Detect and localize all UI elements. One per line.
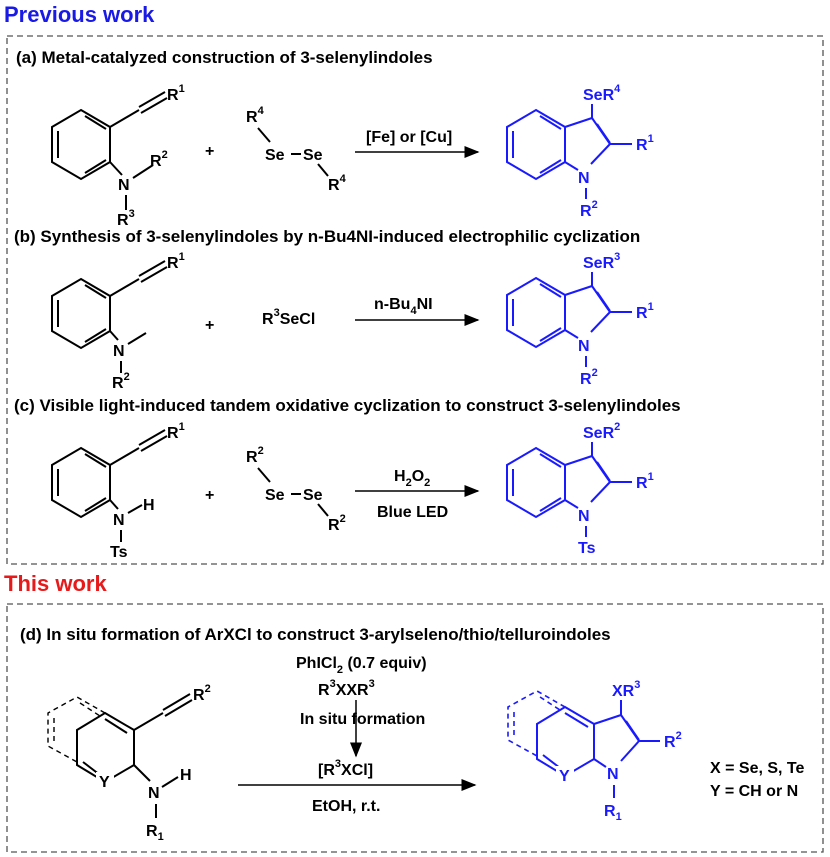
svg-text:N: N xyxy=(578,338,590,355)
svg-text:Y: Y xyxy=(559,768,570,785)
this-work-box xyxy=(6,603,824,853)
svg-text:XR3: XR3 xyxy=(612,679,640,700)
condition-c-top: H2O2 xyxy=(394,468,430,489)
intermediate-d: [R3XCl] xyxy=(318,758,373,779)
reactant-a-aniline: R1 N R2 R3 xyxy=(51,83,185,229)
section-a-title: (a) Metal-catalyzed construction of 3-se… xyxy=(16,48,433,67)
svg-text:SeR2: SeR2 xyxy=(583,421,620,442)
diselenide-a: R4 Se Se R4 xyxy=(246,105,347,194)
product-c-indole: N SeR2 R1 Ts xyxy=(506,421,654,557)
svg-text:H: H xyxy=(143,497,155,514)
svg-text:R1: R1 xyxy=(636,301,654,322)
reagent-b: R3SeCl xyxy=(262,307,315,328)
svg-text:N: N xyxy=(148,785,160,802)
reactant-b-aniline: R1 N R2 xyxy=(51,251,185,392)
svg-text:R1: R1 xyxy=(167,421,185,442)
svg-text:N: N xyxy=(113,512,125,529)
svg-text:R2: R2 xyxy=(328,513,346,534)
svg-text:R2: R2 xyxy=(150,149,168,170)
svg-text:Ts: Ts xyxy=(578,540,596,557)
svg-text:H: H xyxy=(180,767,192,784)
svg-text:N: N xyxy=(118,177,130,194)
previous-work-header: Previous work xyxy=(4,2,155,27)
diselenide-c: R2 Se Se R2 xyxy=(246,445,346,534)
svg-text:Se: Se xyxy=(303,147,323,164)
svg-text:R1: R1 xyxy=(636,471,654,492)
svg-text:R2: R2 xyxy=(112,371,130,392)
svg-text:R4: R4 xyxy=(246,105,265,126)
svg-text:R1: R1 xyxy=(636,133,654,154)
reagent-d: R3XXR3 xyxy=(318,678,375,699)
svg-text:Se: Se xyxy=(303,487,323,504)
svg-text:Ts: Ts xyxy=(110,544,128,561)
section-d-title: (d) In situ formation of ArXCl to constr… xyxy=(20,625,611,644)
svg-text:Se: Se xyxy=(265,487,285,504)
oxidant-d: PhICl2 (0.7 equiv) xyxy=(296,655,427,676)
svg-text:R1: R1 xyxy=(146,823,164,843)
reactant-c-sulfonamide: R1 N H Ts xyxy=(51,421,185,561)
svg-text:N: N xyxy=(578,170,590,187)
svg-text:R1: R1 xyxy=(167,251,185,272)
plus-b: + xyxy=(205,317,214,334)
svg-text:SeR3: SeR3 xyxy=(583,251,620,272)
product-a-indole: N SeR4 R1 R2 xyxy=(506,83,654,220)
note-y: Y = CH or N xyxy=(710,783,798,800)
insitu-label: In situ formation xyxy=(300,711,425,728)
svg-text:R2: R2 xyxy=(246,445,264,466)
svg-text:R1: R1 xyxy=(167,83,185,104)
note-x: X = Se, S, Te xyxy=(710,760,805,777)
svg-text:R2: R2 xyxy=(664,730,682,751)
product-b-indole: N SeR3 R1 R2 xyxy=(506,251,654,388)
svg-text:R2: R2 xyxy=(580,199,598,220)
svg-text:N: N xyxy=(578,508,590,525)
plus-a: + xyxy=(205,143,214,160)
product-d-azaindole: Y N XR3 R2 R1 xyxy=(507,679,682,823)
condition-a: [Fe] or [Cu] xyxy=(366,129,452,146)
this-work-header: This work xyxy=(4,571,107,596)
svg-text:R2: R2 xyxy=(580,367,598,388)
condition-d: EtOH, r.t. xyxy=(312,798,380,815)
svg-text:N: N xyxy=(113,343,125,360)
section-b-title: (b) Synthesis of 3-selenylindoles by n-B… xyxy=(14,227,640,246)
svg-text:Y: Y xyxy=(99,774,110,791)
condition-c-bottom: Blue LED xyxy=(377,504,448,521)
condition-b: n-Bu4NI xyxy=(374,296,433,317)
svg-text:Se: Se xyxy=(265,147,285,164)
svg-text:R1: R1 xyxy=(604,803,622,823)
svg-text:R3: R3 xyxy=(117,208,135,229)
svg-text:R2: R2 xyxy=(193,683,211,704)
section-c-title: (c) Visible light-induced tandem oxidati… xyxy=(14,396,681,415)
svg-text:N: N xyxy=(607,766,619,783)
plus-c: + xyxy=(205,487,214,504)
previous-work-box xyxy=(6,35,824,565)
reactant-d-pyridine: Y R2 N H R1 xyxy=(47,683,211,843)
svg-text:SeR4: SeR4 xyxy=(583,83,621,104)
svg-text:R4: R4 xyxy=(328,173,347,194)
